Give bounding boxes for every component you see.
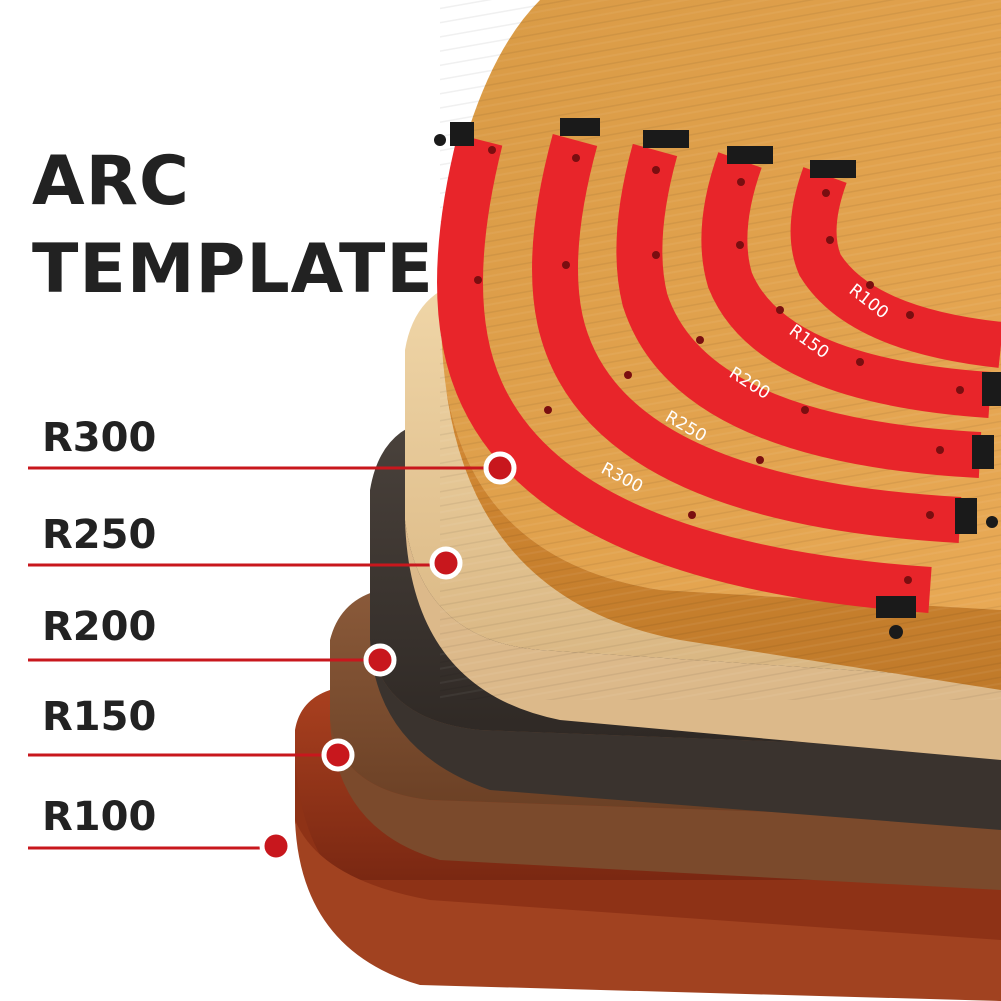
template-r300 [437,134,932,613]
callout-dot-r150 [321,738,355,772]
template-r200 [616,143,982,478]
callout-label-r250: R250 [42,512,157,558]
callout-label-r200: R200 [42,604,157,650]
template-r150 [701,152,992,418]
callout-dot-r100 [259,829,293,863]
callout-label-r300: R300 [42,415,157,461]
callout-dot-r250 [429,546,463,580]
template-r250 [532,133,962,543]
callout-label-r150: R150 [42,694,157,740]
callout-label-r100: R100 [42,794,157,840]
title-line-2: TEMPLATE [32,230,434,309]
callout-dots [259,451,517,863]
callout-lines [28,466,498,850]
title-line-1: ARC [32,142,190,221]
arc-templates [437,133,1001,613]
template-holes [474,146,964,584]
callout-dot-r300 [483,451,517,485]
callout-dot-r200 [363,643,397,677]
template-r100 [790,167,1001,368]
template-clamps [434,118,1001,639]
